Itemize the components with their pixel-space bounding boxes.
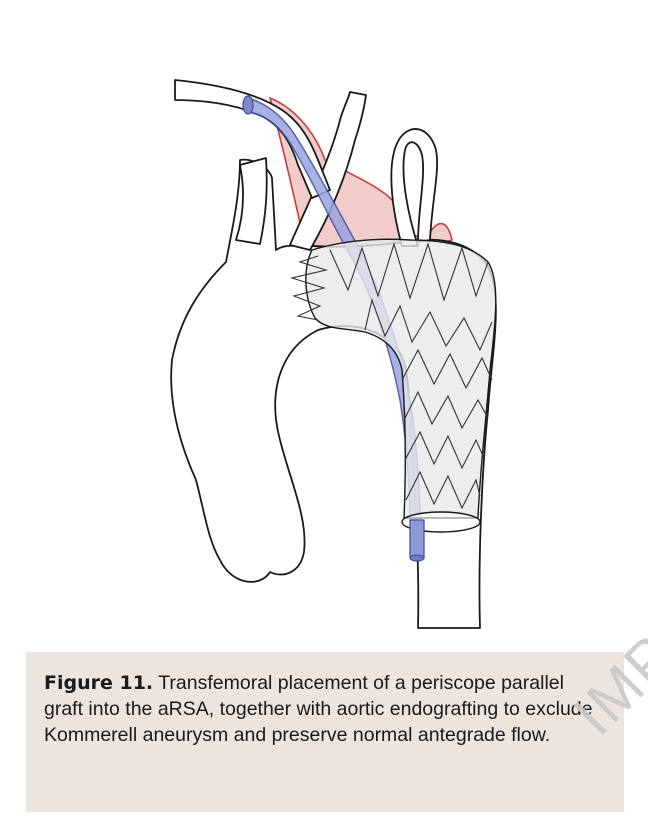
left-subclavian-artery: [390, 128, 439, 247]
stent-rings: [289, 242, 493, 510]
figure-caption: Figure 11. Transfemoral placement of a p…: [44, 670, 604, 748]
figure-label: Figure 11.: [44, 672, 154, 694]
figure-caption-box: Figure 11. Transfemoral placement of a p…: [26, 652, 624, 812]
right-carotid-artery: [235, 157, 268, 245]
aortic-arch-illustration: [170, 79, 497, 629]
caption-body: Transfemoral placement of a periscope pa…: [44, 672, 593, 746]
aortic-stent-graft: [305, 238, 497, 519]
